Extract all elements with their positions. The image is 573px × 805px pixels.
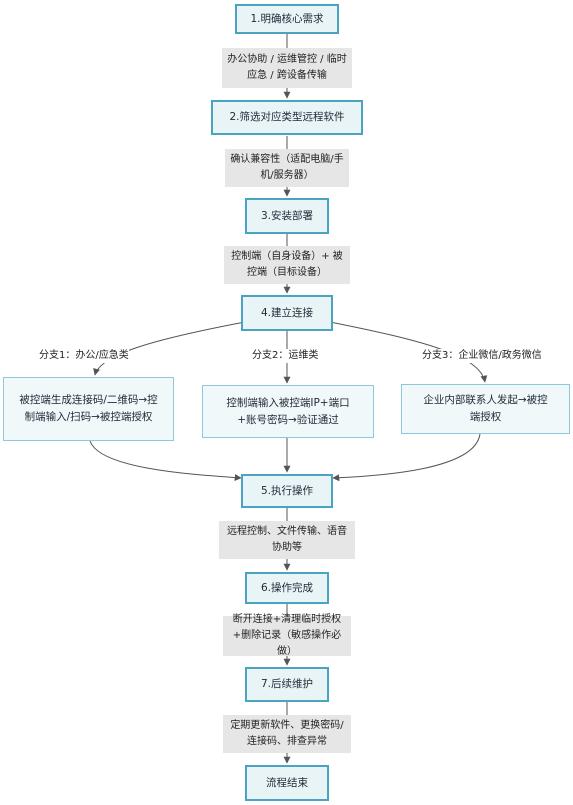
- end-node: 流程结束: [245, 765, 329, 801]
- edge-label-maintenance: 定期更新软件、更换密码/连接码、排查异常: [223, 715, 351, 753]
- branch-label-2: 分支2：运维类: [252, 349, 319, 363]
- edge-label-needs: 办公协助 / 运维管控 / 临时应急 / 跨设备传输: [222, 48, 352, 88]
- step-6-node: 6.操作完成: [245, 572, 329, 604]
- step-4-node: 4.建立连接: [241, 295, 333, 331]
- step-1-node: 1.明确核心需求: [235, 4, 339, 34]
- step-3-node: 3.安装部署: [245, 198, 329, 234]
- step-5-node: 5.执行操作: [241, 474, 333, 508]
- step-7-node: 7.后续维护: [245, 667, 329, 702]
- branch-3-node: 企业内部联系人发起→被控端授权: [401, 384, 570, 434]
- edge-label-compatibility: 确认兼容性（适配电脑/手机/服务器）: [225, 149, 349, 187]
- branch-label-3: 分支3：企业微信/政务微信: [422, 349, 542, 363]
- edge-b3-n5: [332, 433, 481, 482]
- edge-label-operations: 远程控制、文件传输、语音协助等: [219, 521, 355, 559]
- edge-n4-b3: [329, 321, 488, 383]
- edge-label-cleanup: 断开连接+清理临时授权+删除记录（敏感操作必做）: [223, 614, 351, 657]
- branch-label-1: 分支1：办公/应急类: [39, 349, 129, 363]
- step-2-node: 2.筛选对应类型远程软件: [211, 100, 363, 135]
- branch-1-node: 被控端生成连接码/二维码→控制端输入/扫码→被控端授权: [3, 377, 174, 441]
- edge-label-devices: 控制端（自身设备）+ 被控端（目标设备）: [224, 246, 350, 284]
- edge-n4-b1: [93, 321, 246, 376]
- branch-2-node: 控制端输入被控端IP+端口+账号密码→验证通过: [202, 385, 374, 438]
- edge-b1-n5: [89, 440, 242, 482]
